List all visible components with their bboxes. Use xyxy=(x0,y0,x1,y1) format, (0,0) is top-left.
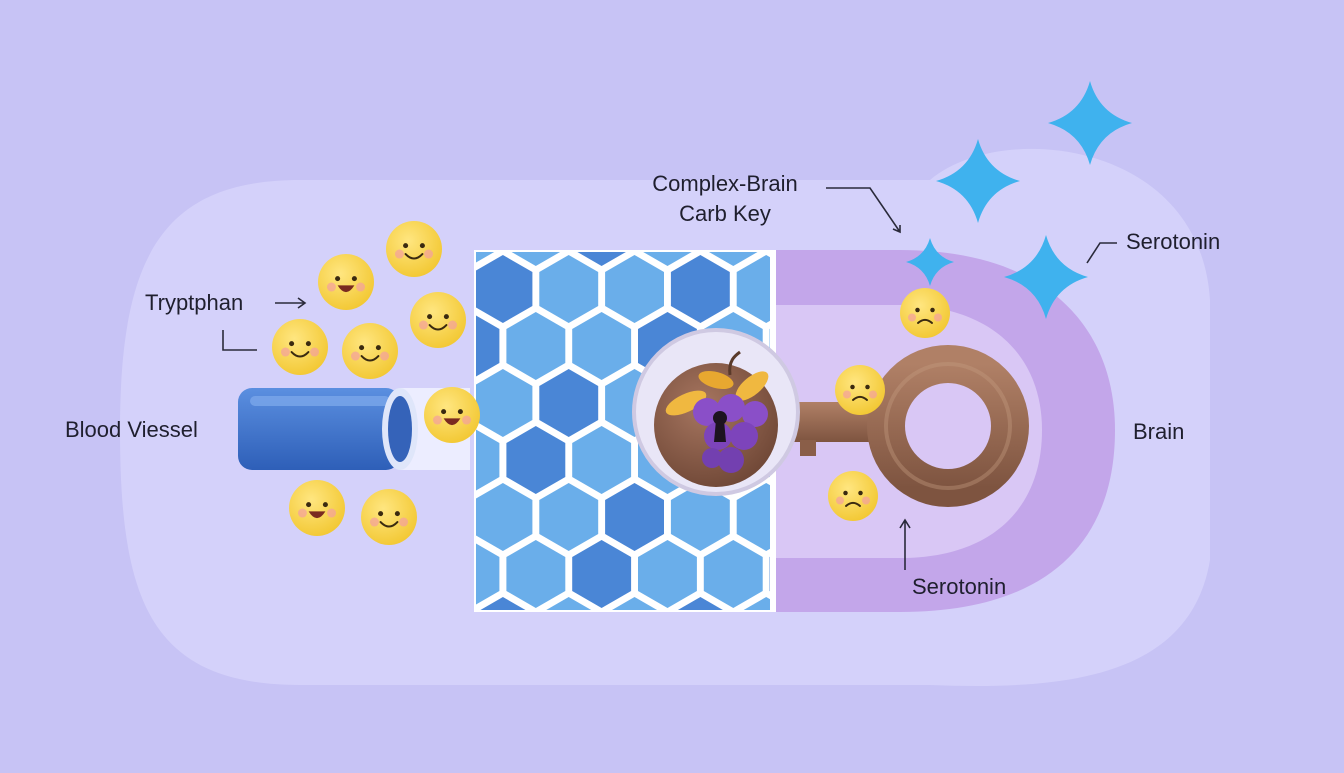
label-tryptophan: Tryptphan xyxy=(145,290,244,315)
sparkles xyxy=(906,81,1132,319)
barrier-hexagon xyxy=(476,543,500,605)
keyhole-lock-icon xyxy=(632,328,800,496)
barrier-hexagon xyxy=(480,597,526,610)
barrier-hexagon xyxy=(643,252,692,266)
complex-key-arrow xyxy=(826,187,901,234)
tube-icon xyxy=(238,388,470,470)
barrier-hexagon xyxy=(743,597,774,610)
barrier-hexagon xyxy=(539,483,599,551)
barrier-hexagon xyxy=(577,252,626,266)
barrier-hexagon xyxy=(572,540,632,608)
barrier-hexagon xyxy=(605,255,664,323)
sparkle-icon xyxy=(936,139,1020,223)
barrier-hexagon xyxy=(572,426,632,494)
smiley-face-icon xyxy=(828,471,878,521)
smiley-face-icon xyxy=(835,365,885,415)
sparkle-icon xyxy=(906,238,954,286)
barrier-hexagon xyxy=(476,369,533,437)
label-serotonin-top: Serotonin xyxy=(1126,229,1221,254)
barrier-hexagon xyxy=(506,312,566,380)
smiley-face-icon xyxy=(386,221,442,277)
barrier-hexagon xyxy=(539,255,599,323)
barrier-hexagon xyxy=(476,429,500,491)
smiley-face-icon xyxy=(289,480,345,536)
barrier-hexagon xyxy=(476,252,495,263)
tryptophan-bracket xyxy=(222,330,257,351)
label-complex-line1: Complex-Brain xyxy=(652,171,798,196)
label-blood-vessel: Blood Viessel xyxy=(65,417,198,442)
barrier-hexagon xyxy=(476,255,533,323)
smiley-face-icon xyxy=(361,489,417,545)
smiley-face-icon xyxy=(342,323,398,379)
smiley-face-icon xyxy=(424,387,480,443)
serotonin-bottom-arrow xyxy=(899,518,911,570)
label-brain: Brain xyxy=(1133,419,1185,444)
smiley-face-icon xyxy=(272,319,328,375)
barrier-hexagon xyxy=(539,369,599,437)
barrier-hexagon xyxy=(476,315,500,377)
barrier-hexagon xyxy=(736,255,774,323)
label-complex-line2: Carb Key xyxy=(679,201,771,226)
barrier-hexagon xyxy=(511,252,561,266)
barrier-hexagon xyxy=(572,312,632,380)
smiley-face-icon xyxy=(410,292,466,348)
barrier-hexagon xyxy=(670,255,730,323)
barrier-hexagon xyxy=(546,597,592,610)
barrier-hexagon xyxy=(506,426,566,494)
barrier-hexagon xyxy=(605,483,664,551)
tryptophan-arrow xyxy=(275,297,307,309)
barrier-hexagon xyxy=(670,483,730,551)
barrier-hexagon xyxy=(709,252,758,266)
serotonin-top-leader xyxy=(1086,242,1117,264)
barrier-hexagon xyxy=(736,483,774,551)
barrier-hexagon xyxy=(677,597,723,610)
smiley-face-icon xyxy=(318,254,374,310)
barrier-hexagon xyxy=(703,540,763,608)
barrier-hexagon xyxy=(476,483,533,551)
annotation-lines xyxy=(222,187,1117,570)
sparkle-icon xyxy=(1048,81,1132,165)
key-icon xyxy=(772,345,1029,507)
tryptophan-molecules xyxy=(272,221,950,545)
smiley-face-icon xyxy=(900,288,950,338)
label-serotonin-bottom: Serotonin xyxy=(912,574,1007,599)
barrier-hexagon xyxy=(612,597,658,610)
sparkle-icon xyxy=(1004,235,1088,319)
barrier-hexagon xyxy=(638,540,697,608)
label-complex-carb-key: Complex-Brain Carb Key xyxy=(628,170,822,228)
barrier-hexagon xyxy=(506,540,566,608)
